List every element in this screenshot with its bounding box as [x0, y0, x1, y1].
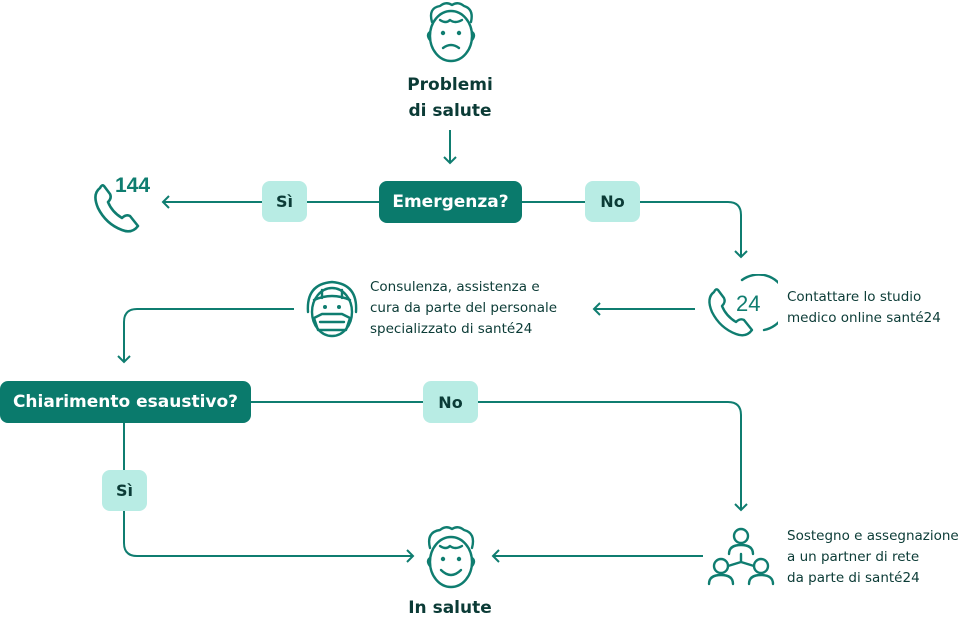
arrow-no-to-contact — [521, 201, 748, 259]
consult-step-line3: specializzato di santé24 — [370, 321, 533, 337]
decision-emergency-no-badge: No — [585, 181, 640, 222]
support-step-line2: a un partner di rete — [787, 549, 920, 565]
emergency-number: 144 — [115, 174, 150, 197]
consult-step-line2: cura da parte del personale — [370, 300, 558, 316]
support-step-line3: da parte di santé24 — [787, 570, 920, 586]
network-partner-icon — [707, 527, 775, 586]
end-title: In salute — [408, 598, 492, 618]
contact-icon-number: 24 — [736, 291, 760, 316]
start-title-line2: di salute — [408, 101, 492, 121]
arrow-consult-to-decision2 — [117, 308, 294, 364]
consult-step-line1: Consulenza, assistenza e — [370, 279, 540, 295]
decision-emergency-yes-badge: Sì — [262, 181, 307, 222]
medical-staff-icon — [306, 280, 358, 338]
support-step-text: Sostegno e assegnazione a un partner di … — [787, 526, 971, 589]
contact-step-text: Contattare lo studio medico online santé… — [787, 287, 967, 329]
phone-emergency-icon: 144 — [94, 174, 150, 233]
arrow-no-to-support — [250, 401, 748, 512]
start-title-line1: Problemi — [407, 75, 493, 95]
sad-face-icon — [426, 2, 476, 63]
arrow-yes-to-health — [123, 423, 415, 563]
decision-clarification-no-badge: No — [423, 381, 478, 423]
support-step-line1: Sostegno e assegnazione — [787, 528, 959, 544]
contact-step-line2: medico online santé24 — [787, 310, 941, 326]
contact-step-line1: Contattare lo studio — [787, 289, 922, 305]
start-title: Problemi di salute — [380, 72, 520, 124]
decision-clarification-yes-badge: Sì — [102, 470, 147, 511]
decision-emergency: Emergenza? — [379, 181, 522, 223]
decision-clarification: Chiarimento esaustivo? — [0, 381, 251, 423]
consult-step-text: Consulenza, assistenza e cura da parte d… — [370, 277, 600, 340]
happy-face-icon — [426, 526, 476, 589]
phone-24-icon: 24 — [708, 274, 778, 337]
